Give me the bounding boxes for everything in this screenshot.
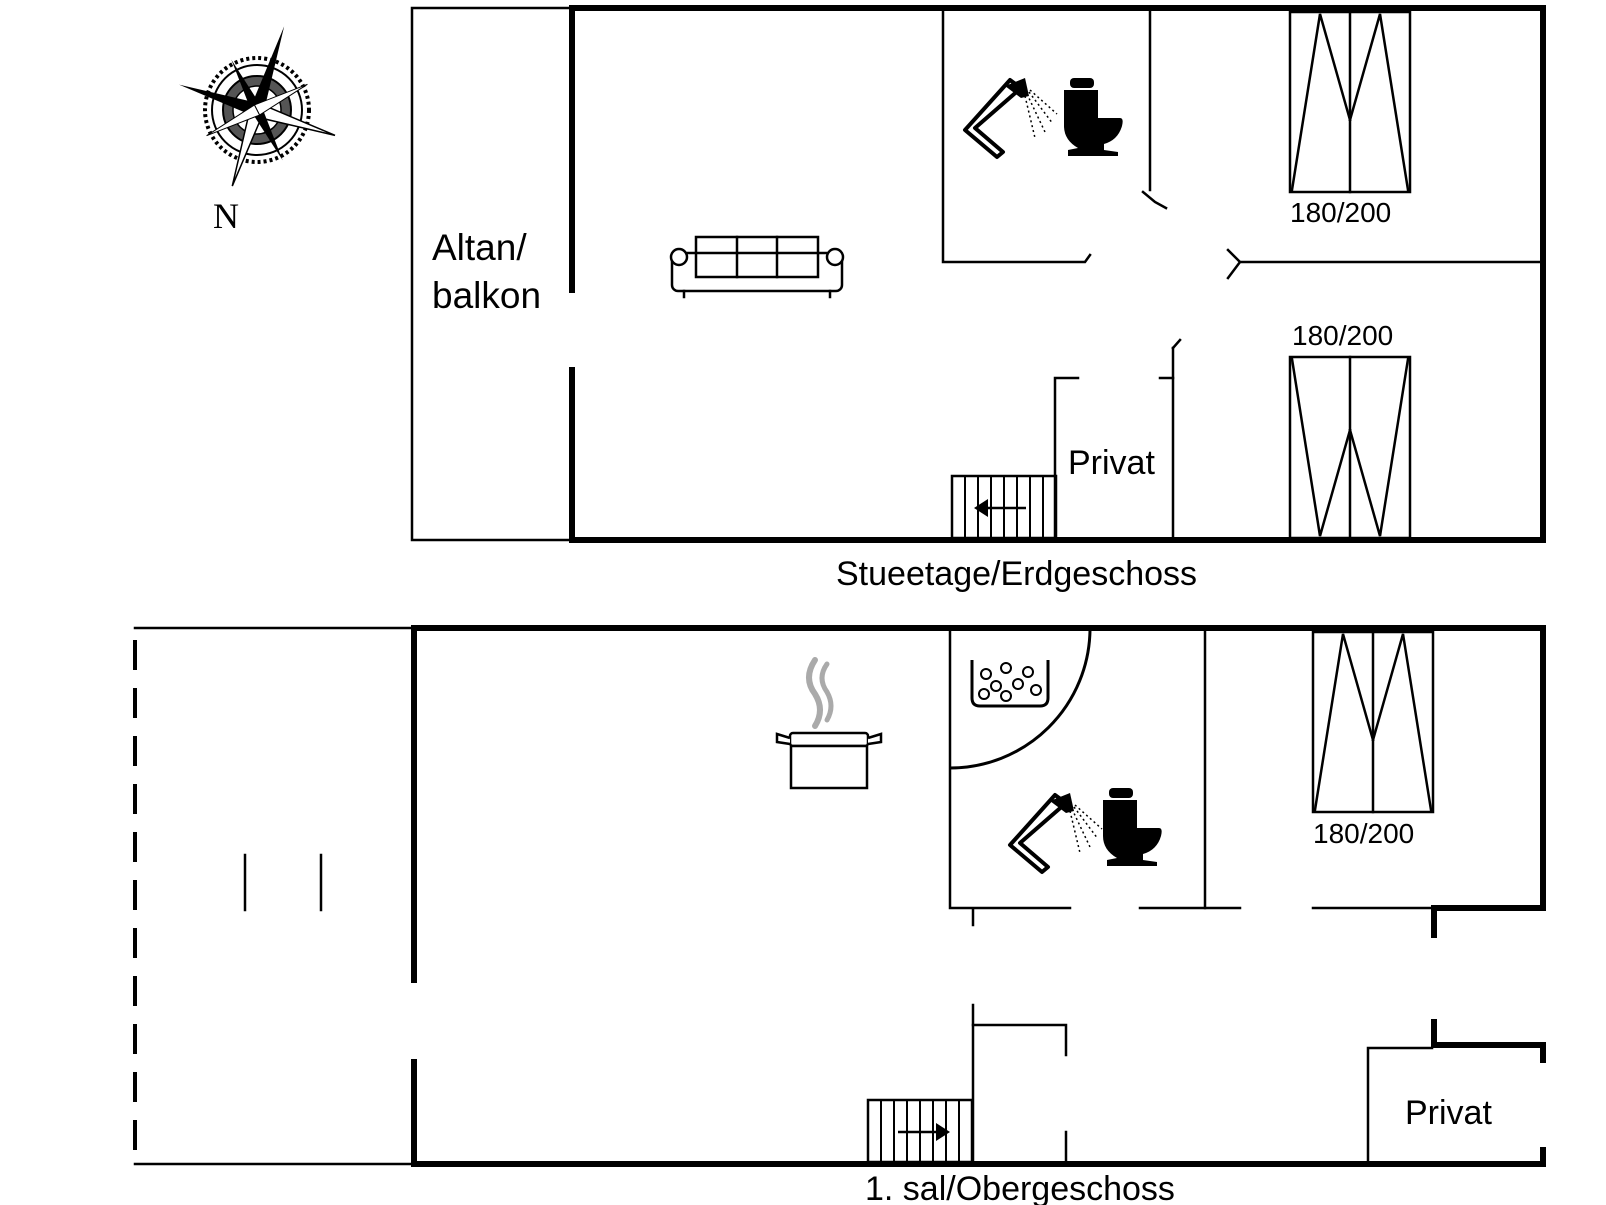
cooking-pot-icon [775,657,883,790]
bed-top [1288,10,1412,194]
floor-title-upper: 1. sal/Obergeschoss [865,1170,1175,1205]
compass-north-label: N [213,196,239,236]
bed-size-label: 180/200 [1290,197,1391,228]
bed-bottom [1288,355,1412,540]
toilet-icon [1103,788,1162,866]
stairs-icon [950,474,1058,540]
floor-title-ground: Stueetage/Erdgeschoss [836,555,1197,593]
upper-floor: 180/200 [133,625,1546,1205]
room-label-balcony: Altan/ [432,227,527,268]
ground-floor: 180/200 180/200 [410,5,1546,593]
bed-upper [1311,630,1435,814]
bed-size-label: 180/200 [1292,320,1393,351]
toilet-icon [1064,78,1123,156]
bed-size-label: 180/200 [1313,818,1414,849]
shower-icon [963,78,1058,159]
sofa-icon [669,235,845,299]
room-label-private: Privat [1405,1094,1492,1132]
room-label-balcony: balkon [432,275,541,316]
whirlpool-icon [970,660,1050,708]
compass-rose-icon [179,26,336,187]
room-label-private: Privat [1068,444,1155,482]
shower-icon [1008,793,1103,874]
stairs-icon [866,1098,974,1164]
